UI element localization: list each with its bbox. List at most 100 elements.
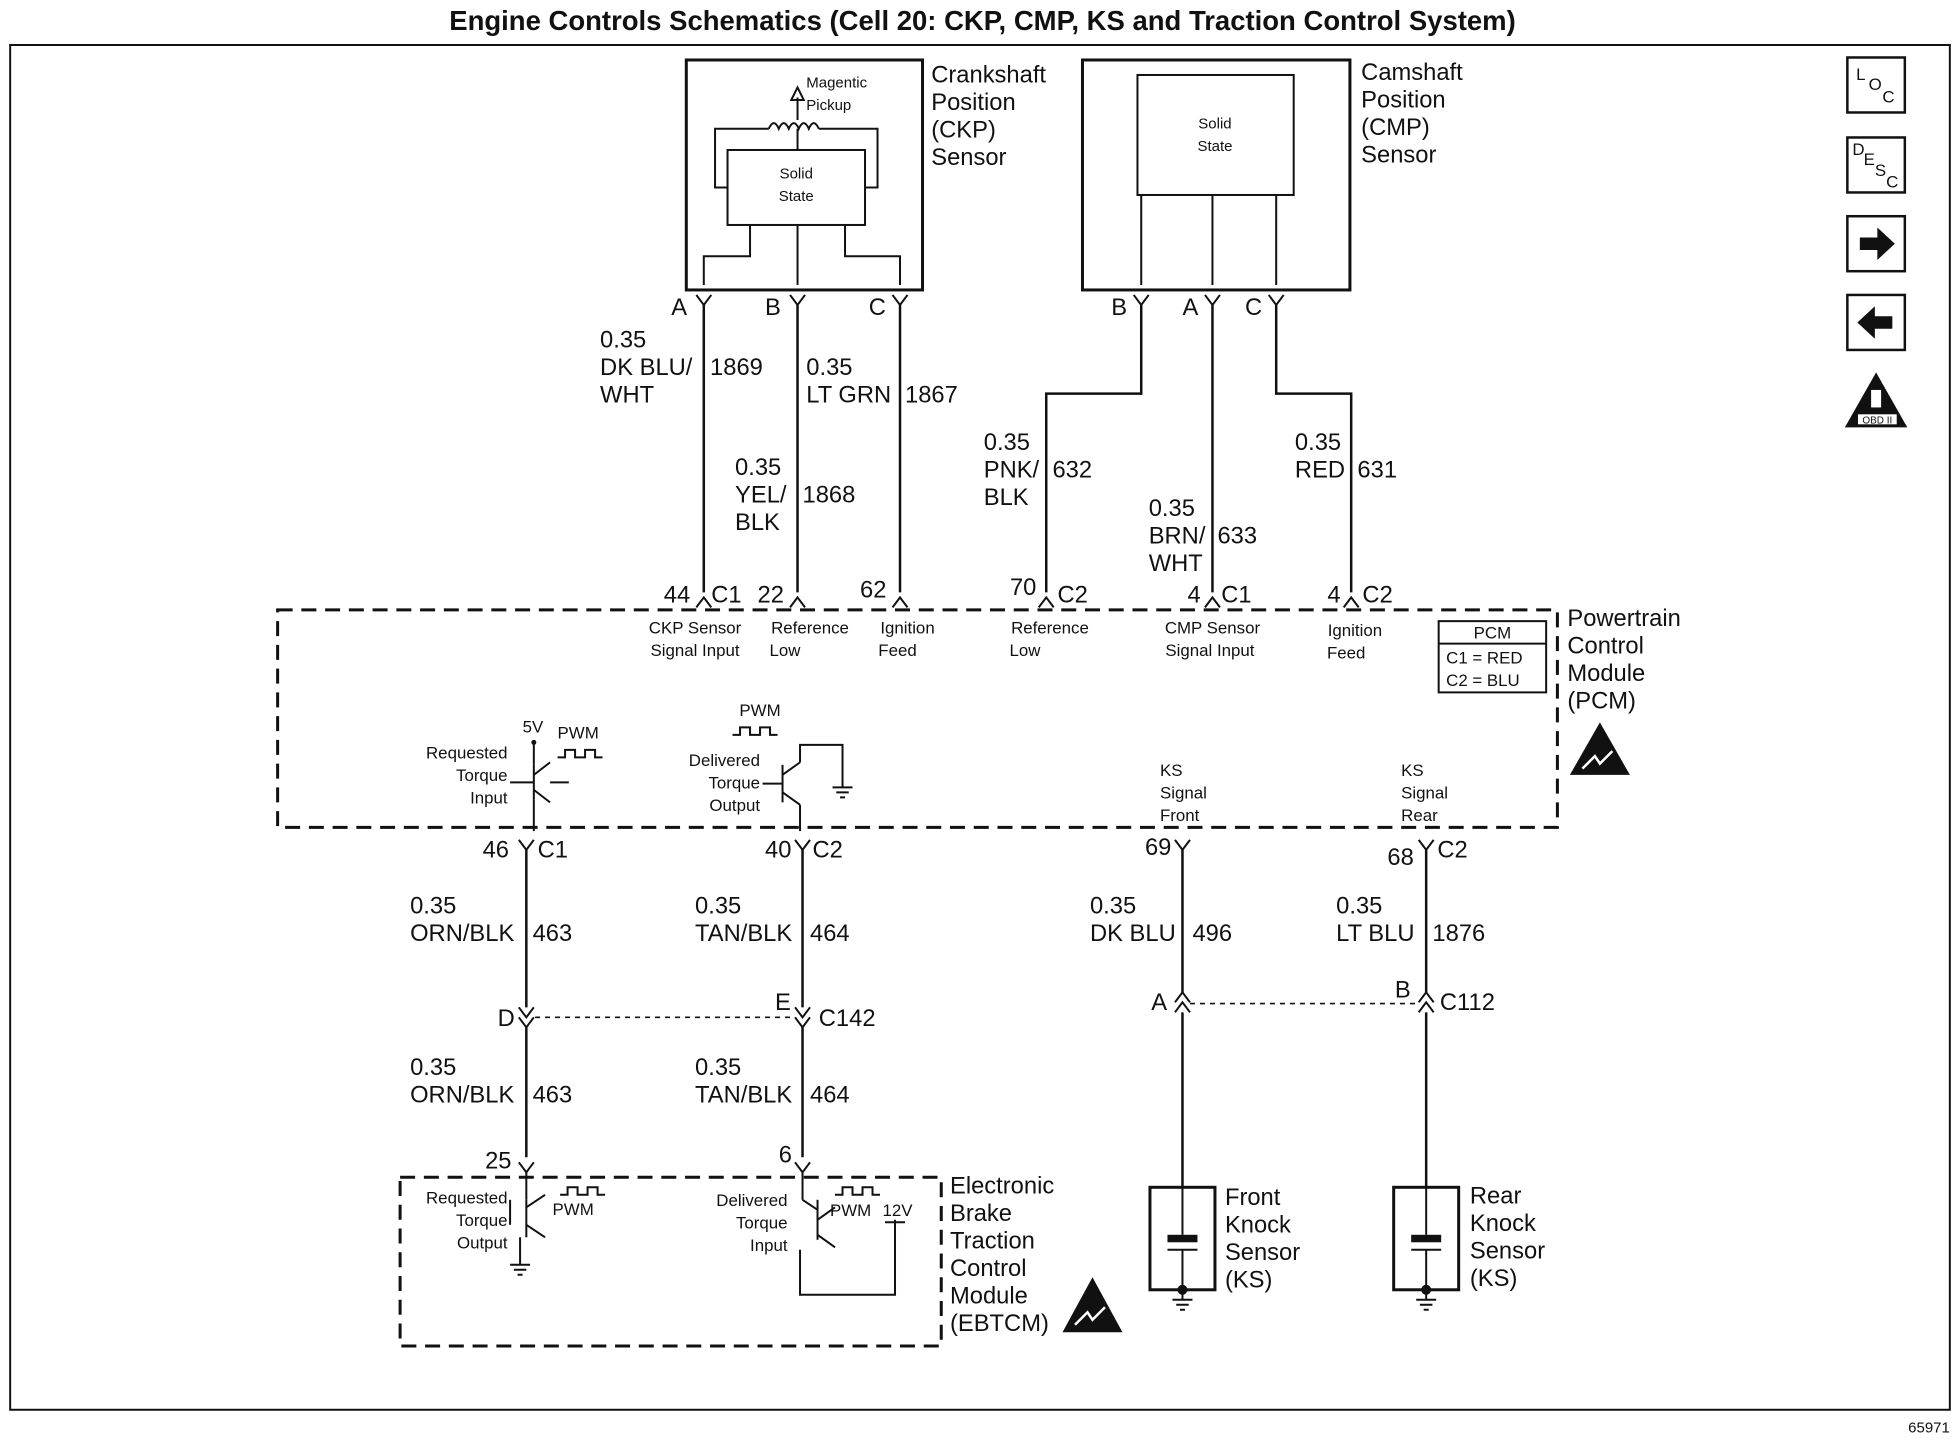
- svg-text:Signal: Signal: [1401, 784, 1448, 803]
- svg-text:Delivered: Delivered: [689, 751, 760, 770]
- svg-text:631: 631: [1357, 457, 1397, 483]
- ebtcm-pins: 25 6: [485, 1142, 811, 1175]
- svg-text:Rear: Rear: [1470, 1184, 1522, 1210]
- svg-text:0.35: 0.35: [695, 894, 741, 920]
- svg-text:C1: C1: [538, 837, 568, 863]
- svg-text:D: D: [498, 1006, 515, 1032]
- svg-text:C: C: [1886, 172, 1898, 191]
- svg-text:Electronic: Electronic: [950, 1174, 1054, 1200]
- svg-text:Torque: Torque: [708, 774, 760, 793]
- loc-button[interactable]: LOC: [1846, 56, 1907, 114]
- svg-text:DK BLU: DK BLU: [1090, 921, 1176, 947]
- svg-text:YEL/: YEL/: [735, 482, 787, 508]
- svg-text:Ignition: Ignition: [1328, 621, 1382, 640]
- svg-text:C1: C1: [711, 582, 741, 608]
- svg-text:6: 6: [779, 1142, 792, 1168]
- next-page-button[interactable]: [1846, 214, 1907, 273]
- svg-text:E: E: [1864, 150, 1875, 169]
- svg-text:1868: 1868: [803, 482, 856, 508]
- svg-text:Ignition: Ignition: [880, 619, 934, 638]
- ground-icon: [1416, 1289, 1437, 1311]
- svg-text:KS: KS: [1160, 761, 1183, 780]
- svg-text:B: B: [1111, 295, 1127, 321]
- cmp-b-wire: 0.35 PNK/ BLK 632: [984, 294, 1150, 593]
- svg-text:PWM: PWM: [553, 1200, 594, 1219]
- ckp-b-wire: 0.35 YEL/ BLK 1868: [735, 294, 856, 593]
- svg-text:DK BLU/: DK BLU/: [600, 355, 693, 381]
- svg-text:Output: Output: [709, 796, 760, 815]
- svg-text:WHT: WHT: [1149, 551, 1203, 577]
- c112-connector: A B C112: [1151, 977, 1495, 1015]
- svg-text:PWM: PWM: [830, 1201, 871, 1220]
- svg-text:B: B: [1395, 977, 1411, 1003]
- svg-text:0.35: 0.35: [410, 1055, 456, 1081]
- svg-text:Powertrain: Powertrain: [1567, 606, 1680, 632]
- svg-text:Sensor: Sensor: [1225, 1240, 1300, 1266]
- svg-text:Solid: Solid: [1198, 116, 1231, 133]
- svg-text:C: C: [1245, 295, 1262, 321]
- svg-text:E: E: [775, 990, 791, 1016]
- svg-text:Reference: Reference: [1011, 619, 1089, 638]
- svg-text:(KS): (KS): [1470, 1266, 1517, 1292]
- svg-text:PCM: PCM: [1474, 624, 1511, 643]
- svg-text:Brake: Brake: [950, 1201, 1012, 1227]
- figure-id: 65971: [1908, 1419, 1950, 1436]
- svg-text:0.35: 0.35: [1336, 894, 1382, 920]
- svg-text:Position: Position: [931, 90, 1015, 116]
- svg-text:1876: 1876: [1432, 921, 1485, 947]
- svg-text:62: 62: [860, 577, 886, 603]
- pwm-wave-icon: [732, 726, 778, 736]
- svg-text:B: B: [765, 295, 781, 321]
- svg-text:Torque: Torque: [456, 766, 508, 785]
- pwm-wave-icon: [557, 748, 603, 759]
- front-ks-wire: 0.35 DK BLU 496: [1090, 849, 1232, 1188]
- pwm-wave-icon: [835, 1186, 881, 1196]
- svg-text:TAN/BLK: TAN/BLK: [695, 1082, 792, 1108]
- svg-text:463: 463: [533, 921, 573, 947]
- svg-text:C112: C112: [1440, 990, 1495, 1016]
- svg-text:Low: Low: [770, 641, 802, 660]
- svg-text:(EBTCM): (EBTCM): [950, 1311, 1049, 1337]
- svg-text:A: A: [1151, 990, 1167, 1016]
- svg-text:0.35: 0.35: [984, 430, 1030, 456]
- svg-text:S: S: [1875, 161, 1886, 180]
- svg-text:Module: Module: [1567, 661, 1645, 687]
- svg-text:TAN/BLK: TAN/BLK: [695, 921, 792, 947]
- svg-text:Control: Control: [950, 1256, 1027, 1282]
- svg-text:Feed: Feed: [878, 641, 916, 660]
- svg-text:PWM: PWM: [558, 724, 599, 743]
- prev-page-button[interactable]: [1846, 293, 1907, 352]
- pcm-module: CKP Sensor Signal Input Reference Low Ig…: [276, 606, 1681, 832]
- pcm-ks-labels: KS Signal Front KS Signal Rear: [1160, 761, 1448, 825]
- esd-warning-icon: [1569, 722, 1630, 775]
- svg-text:(KS): (KS): [1225, 1267, 1272, 1293]
- svg-text:WHT: WHT: [600, 382, 654, 408]
- ground-icon: [1172, 1289, 1193, 1311]
- svg-text:Module: Module: [950, 1284, 1028, 1310]
- svg-text:D: D: [1852, 140, 1864, 159]
- svg-text:632: 632: [1052, 457, 1092, 483]
- svg-text:Sensor: Sensor: [1470, 1239, 1545, 1265]
- svg-text:12V: 12V: [883, 1201, 914, 1220]
- svg-text:C: C: [1882, 87, 1894, 106]
- svg-text:25: 25: [485, 1149, 511, 1175]
- svg-text:A: A: [1182, 295, 1198, 321]
- obd-ii-button[interactable]: OBD II: [1844, 372, 1908, 428]
- ground-icon: [832, 786, 853, 799]
- svg-text:0.35: 0.35: [806, 355, 852, 381]
- svg-text:Knock: Knock: [1470, 1211, 1536, 1237]
- svg-text:C2: C2: [1437, 837, 1467, 863]
- svg-text:1867: 1867: [905, 382, 958, 408]
- svg-text:633: 633: [1217, 524, 1257, 550]
- svg-text:CMP Sensor: CMP Sensor: [1165, 619, 1261, 638]
- svg-text:Camshaft: Camshaft: [1361, 60, 1463, 86]
- svg-text:(CKP): (CKP): [931, 117, 996, 143]
- svg-text:C2: C2: [813, 837, 843, 863]
- svg-text:Solid: Solid: [780, 166, 813, 183]
- svg-text:Signal: Signal: [1160, 784, 1207, 803]
- svg-text:Sensor: Sensor: [931, 145, 1006, 171]
- cmp-c-wire: 0.35 RED 631: [1267, 294, 1397, 593]
- ckp-a-wire: 0.35 DK BLU/ WHT 1869: [600, 294, 763, 593]
- svg-text:Feed: Feed: [1327, 644, 1365, 663]
